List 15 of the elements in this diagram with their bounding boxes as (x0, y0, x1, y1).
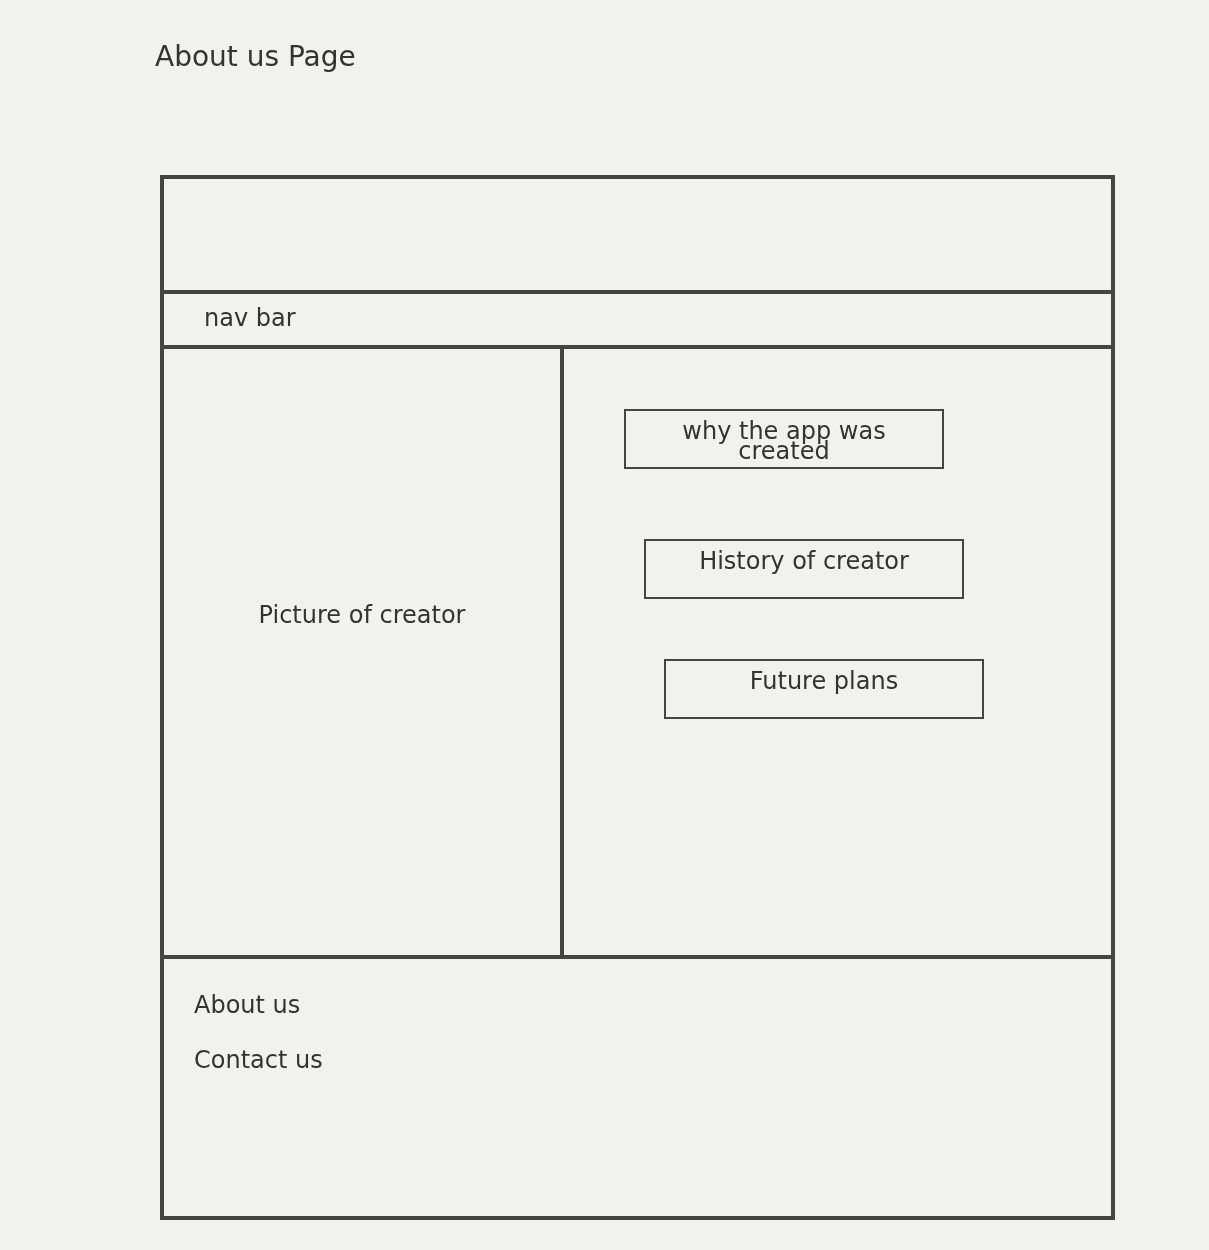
placeholder-panel (162, 347, 562, 957)
page-frame (160, 175, 1115, 1220)
nav-label: nav bar (204, 303, 296, 334)
content-panel (562, 347, 1113, 957)
nav-bar (162, 292, 1113, 347)
section-box (624, 409, 944, 469)
footer-link: About us (194, 990, 301, 1021)
header-bar (162, 177, 1113, 292)
footer (162, 957, 1113, 1218)
placeholder-text: Picture of creator (257, 600, 467, 631)
footer-link: Contact us (194, 1045, 323, 1076)
page-title: About us Page (155, 40, 356, 73)
section-title: why the app was created (681, 421, 887, 461)
section-box (644, 539, 964, 599)
section-box (664, 659, 984, 719)
